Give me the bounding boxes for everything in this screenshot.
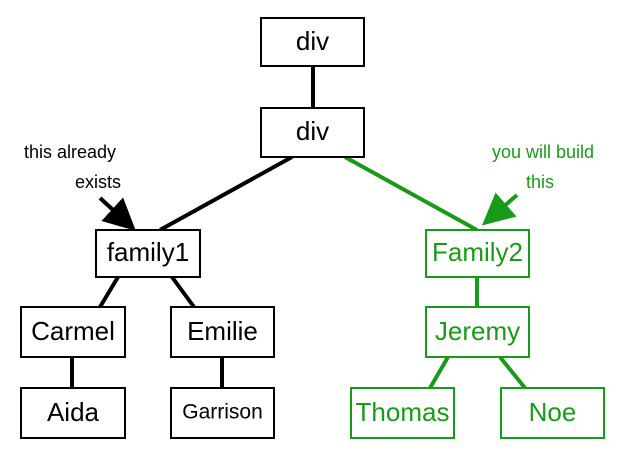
new-note-line2: this	[526, 172, 554, 192]
edges	[70, 66, 527, 390]
node-aida: Aida	[20, 387, 126, 439]
node-label: Jeremy	[435, 316, 520, 346]
node-family1: family1	[95, 229, 201, 278]
edge-jeremy-to-noe	[498, 355, 527, 390]
edge-family1-to-emilie	[170, 275, 196, 309]
node-label: Aida	[47, 397, 100, 427]
edge-inner-to-family2	[344, 155, 478, 232]
edge-family1-to-carmel	[98, 275, 120, 309]
node-label: Emilie	[187, 316, 258, 346]
node-noe: Noe	[500, 387, 605, 439]
existing-pointer-arrow	[98, 196, 136, 231]
node-label: family1	[107, 237, 189, 267]
node-emilie: Emilie	[170, 306, 275, 358]
existing-note-line2: exists	[75, 172, 121, 192]
node-jeremy: Jeremy	[425, 306, 530, 358]
node-carmel: Carmel	[20, 306, 126, 358]
edge-jeremy-to-thomas	[428, 355, 450, 390]
node-root-div: div	[260, 17, 365, 67]
node-family2: Family2	[425, 229, 530, 278]
node-label: Carmel	[31, 316, 115, 346]
node-thomas: Thomas	[350, 387, 455, 439]
edge-inner-to-family1	[159, 155, 293, 232]
node-label: Family2	[432, 237, 523, 267]
node-label: Garrison	[182, 401, 263, 424]
node-label: div	[296, 116, 329, 146]
node-label: div	[296, 26, 329, 56]
node-inner-div: div	[260, 107, 365, 158]
node-garrison: Garrison	[170, 387, 275, 439]
existing-note-line1: this already	[24, 142, 116, 162]
node-label: Noe	[529, 397, 577, 427]
new-pointer-arrow	[481, 192, 519, 226]
new-note-line1: you will build	[492, 142, 594, 162]
node-label: Thomas	[356, 397, 450, 427]
